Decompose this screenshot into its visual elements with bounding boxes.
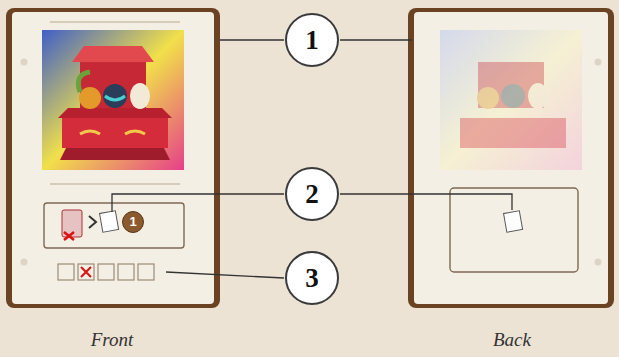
node-text: 2 xyxy=(305,179,319,210)
node-text: 3 xyxy=(305,263,319,294)
side-caption: Back xyxy=(493,329,531,351)
side-caption: Front xyxy=(91,329,134,351)
node-text: 1 xyxy=(129,214,136,229)
callout-number: 2 xyxy=(285,167,339,221)
callout-number: 1 xyxy=(285,13,339,67)
node-text: 1 xyxy=(305,25,319,56)
callout-number: 3 xyxy=(285,251,339,305)
